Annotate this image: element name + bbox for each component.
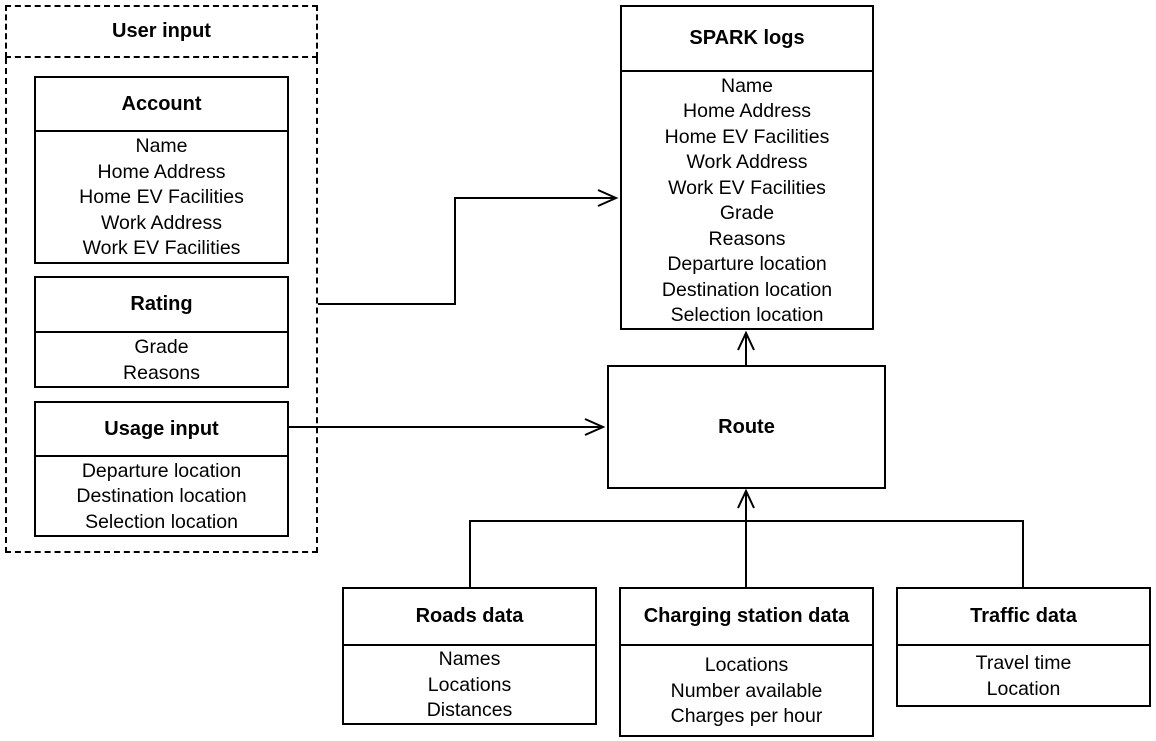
account-items: Name Home Address Home EV Facilities Wor… <box>36 132 287 264</box>
rating-title: Rating <box>36 278 287 333</box>
spark-logs-box: SPARK logs Name Home Address Home EV Fac… <box>620 5 874 330</box>
usage-input-title: Usage input <box>36 403 287 457</box>
connector-roads-data <box>469 520 746 587</box>
roads-data-item-locations: Locations <box>427 673 512 696</box>
user-input-title: User input <box>112 20 211 42</box>
spark-logs-item-home-address: Home Address <box>683 100 811 122</box>
spark-logs-item-name: Name <box>720 74 774 97</box>
spark-logs-item-home-ev-facilities: Home EV Facilities <box>664 125 830 148</box>
usage-input-item-selection: Selection location <box>85 510 238 533</box>
spark-logs-item-departure: Departure location <box>667 253 827 275</box>
charging-station-data-box: Charging station data Locations Number a… <box>619 587 874 737</box>
spark-logs-item-work-ev-facilities: Work EV Facilities <box>668 176 826 199</box>
spark-logs-item-selection: Selection location <box>670 304 824 326</box>
charging-station-item-locations: Locations <box>704 654 789 677</box>
rating-box: Rating Grade Reasons <box>34 276 289 388</box>
usage-input-item-destination: Destination location <box>76 485 247 508</box>
traffic-data-items: Travel time Location <box>898 646 1149 707</box>
traffic-data-item-location: Location <box>986 677 1061 700</box>
rating-items: Grade Reasons <box>36 333 287 388</box>
account-item-work-ev-facilities: Work EV Facilities <box>82 237 241 260</box>
account-title: Account <box>36 78 287 132</box>
roads-data-items: Names Locations Distances <box>344 646 595 725</box>
account-box: Account Name Home Address Home EV Facili… <box>34 76 289 264</box>
spark-logs-items: Name Home Address Home EV Facilities Wor… <box>622 72 872 330</box>
spark-logs-item-destination: Destination location <box>661 278 833 301</box>
account-item-name: Name <box>135 135 188 158</box>
charging-station-data-title: Charging station data <box>621 589 872 646</box>
charging-station-item-charges-per-hour: Charges per hour <box>670 705 823 728</box>
usage-input-item-departure: Departure location <box>81 459 242 482</box>
account-item-home-ev-facilities: Home EV Facilities <box>79 186 244 209</box>
rating-item-grade: Grade <box>134 336 189 358</box>
arrow-user-input-to-spark-logs <box>318 197 616 305</box>
usage-input-items: Departure location Destination location … <box>36 457 287 537</box>
usage-input-box: Usage input Departure location Destinati… <box>34 401 289 537</box>
arrowhead-route-left <box>584 418 606 436</box>
arrowhead-route-bottom <box>737 488 755 509</box>
spark-logs-item-reasons: Reasons <box>708 227 786 250</box>
route-box: Route <box>607 365 886 489</box>
account-item-home-address: Home Address <box>97 160 226 183</box>
route-title: Route <box>718 415 775 438</box>
traffic-data-title: Traffic data <box>898 589 1149 646</box>
account-item-work-address: Work Address <box>100 211 223 234</box>
spark-logs-title: SPARK logs <box>622 7 872 72</box>
traffic-data-box: Traffic data Travel time Location <box>896 587 1151 707</box>
user-input-group <box>5 58 318 553</box>
charging-station-item-number-available: Number available <box>670 679 823 702</box>
roads-data-item-distances: Distances <box>426 699 513 722</box>
rating-item-reasons: Reasons <box>123 361 200 384</box>
charging-station-data-items: Locations Number available Charges per h… <box>621 646 872 737</box>
arrowhead-spark-logs-bottom <box>737 330 755 351</box>
roads-data-item-names: Names <box>438 648 501 671</box>
traffic-data-item-travel-time: Travel time <box>975 652 1072 674</box>
roads-data-title: Roads data <box>344 589 595 646</box>
spark-logs-item-work-address: Work Address <box>686 151 808 173</box>
spark-logs-item-grade: Grade <box>719 202 775 224</box>
arrowhead-spark-logs <box>597 189 619 207</box>
connector-traffic-data <box>746 520 1024 587</box>
roads-data-box: Roads data Names Locations Distances <box>342 587 597 725</box>
user-input-title-box: User input <box>5 5 318 58</box>
